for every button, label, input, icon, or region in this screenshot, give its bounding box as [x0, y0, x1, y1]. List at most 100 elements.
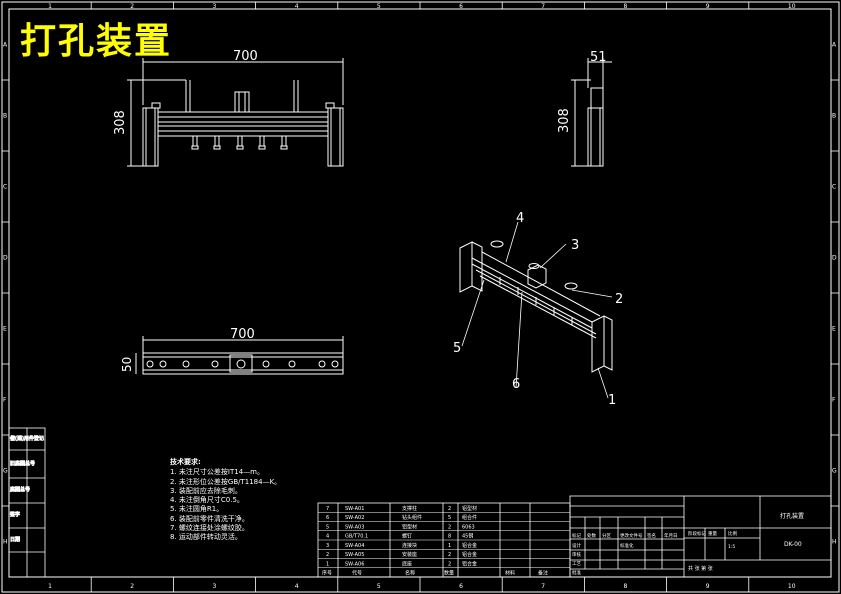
tb-sheet: 共 张 第 张 — [688, 565, 713, 572]
note-line: 4. 未注倒角尺寸C0.5。 — [170, 496, 244, 505]
zone-col-label-top: 9 — [706, 3, 710, 10]
zone-col-label-top: 1 — [48, 3, 52, 10]
bom-cell-code: SW-A06 — [345, 561, 364, 567]
bom-cell-name: 安装座 — [402, 551, 417, 558]
zone-row-label-right: F — [832, 397, 836, 404]
bom-cell-qty: 5 — [448, 515, 451, 521]
balloon-6: 6 — [512, 377, 520, 392]
tb-label: 处数 — [587, 532, 596, 539]
front-width-dim: 700 — [233, 49, 258, 64]
tb-label: 分区 — [602, 532, 611, 539]
title-block-text: 标记处数分区更改文件号签名年月日设计审核工艺批准标准化阶段标记重量比例1:5打孔… — [572, 512, 804, 576]
bom-cell-no: 6 — [326, 515, 329, 521]
note-line: 3. 装配前应去除毛刺。 — [170, 486, 242, 495]
note-line: 5. 未注圆角R1。 — [170, 505, 224, 514]
side-width-dim: 51 — [590, 50, 607, 65]
bom-cell-qty: 1 — [448, 543, 451, 549]
title-block — [569, 495, 832, 578]
zone-row-label-left: C — [3, 184, 7, 191]
zone-row-label-right: D — [832, 255, 837, 262]
technical-notes: 技术要求: 1. 未注尺寸公差按IT14—m。 2. 未注形位公差按GB/T11… — [170, 458, 281, 543]
note-line: 6. 装配前零件清洗干净。 — [170, 514, 249, 523]
bom-cell-qty: 2 — [448, 524, 451, 530]
bom-cell-material: 铝型材 — [462, 505, 477, 512]
balloon-5: 5 — [453, 341, 461, 356]
front-view — [127, 58, 344, 167]
bom-cell-qty: 2 — [448, 552, 451, 558]
bom-cell-name: 支撑柱 — [402, 505, 417, 512]
zone-row-label-left: B — [3, 113, 7, 120]
zone-row-label-right: C — [832, 184, 836, 191]
zone-row-label-left: H — [3, 539, 8, 546]
front-height-dim: 308 — [113, 110, 128, 135]
bom-header-remark: 备注 — [538, 570, 548, 577]
zone-col-label-bottom: 5 — [377, 583, 381, 590]
bom-cell-code: SW-A02 — [345, 515, 364, 521]
zone-row-label-right: B — [832, 113, 836, 120]
bom-cell-name: 螺钉 — [402, 533, 412, 540]
zone-col-label-top: 5 — [377, 3, 381, 10]
bom-cell-qty: 2 — [448, 506, 451, 512]
bom-cell-name: 铝型材 — [402, 523, 417, 530]
tb-role: 审核 — [572, 551, 581, 558]
tb-role: 批准 — [572, 569, 581, 576]
bom-cell-no: 7 — [326, 506, 329, 512]
zone-col-label-bottom: 1 — [48, 583, 52, 590]
note-line: 2. 未注形位公差按GB/T1184—K。 — [170, 477, 282, 486]
balloon-3: 3 — [571, 238, 579, 253]
tb-drawing-no: DK-00 — [784, 541, 802, 548]
bom-header-material: 材料 — [505, 570, 515, 577]
page-title: 打孔装置 — [20, 21, 173, 62]
bom-cell-material: 6063 — [462, 524, 475, 530]
bom-header-name: 名称 — [405, 570, 415, 577]
bom-cell-material: 铝合金 — [462, 542, 477, 549]
tb-scale: 比例 — [728, 530, 737, 537]
tb-label: 年月日 — [664, 532, 678, 539]
zone-col-label-bottom: 7 — [541, 583, 545, 590]
balloon-4: 4 — [516, 211, 524, 226]
side-label: 日期 — [10, 537, 20, 543]
note-line: 1. 未注尺寸公差按IT14—m。 — [170, 468, 264, 477]
bom-cell-qty: 2 — [448, 561, 451, 567]
bom-cell-code: SW-A03 — [345, 524, 364, 530]
zone-col-label-bottom: 8 — [624, 583, 628, 590]
bom-cell-code: SW-A05 — [345, 552, 364, 558]
side-label: 签字 — [10, 511, 20, 518]
tb-weight: 重量 — [708, 530, 717, 537]
side-view — [571, 58, 612, 167]
notes-title: 技术要求: — [170, 458, 201, 466]
top-view — [135, 336, 344, 375]
zone-col-label-bottom: 2 — [130, 583, 134, 590]
zone-row-label-left: E — [3, 326, 7, 333]
balloon-2: 2 — [615, 292, 623, 307]
tb-scale-value: 1:5 — [728, 544, 735, 550]
zone-col-label-top: 6 — [459, 3, 463, 10]
side-height-dim: 308 — [557, 108, 572, 133]
tb-drawing-name: 打孔装置 — [780, 512, 804, 520]
bom-cell-code: SW-A01 — [345, 506, 364, 512]
bom-cell-code: SW-A04 — [345, 543, 364, 549]
bom-cell-material: 铝合金 — [462, 551, 477, 558]
zone-col-label-top: 7 — [541, 3, 545, 10]
tb-stage: 阶段标记 — [688, 530, 706, 537]
zone-row-label-left: G — [3, 468, 8, 475]
note-line: 7. 螺纹连接处涂螺纹胶。 — [170, 524, 249, 533]
zone-col-label-bottom: 6 — [459, 583, 463, 590]
zone-col-label-bottom: 10 — [788, 583, 796, 590]
top-height-dim: 50 — [120, 357, 134, 372]
bom-cell-material: 铝合金 — [462, 560, 477, 567]
bom-cell-no: 2 — [326, 552, 329, 558]
bom-cell-material: 45钢 — [462, 533, 473, 540]
top-width-dim: 700 — [230, 327, 255, 342]
balloon-leaders — [461, 221, 613, 399]
zone-row-label-right: A — [832, 42, 837, 49]
balloon-1: 1 — [608, 393, 616, 408]
zone-row-label-right: G — [832, 468, 837, 475]
bom-cell-no: 5 — [326, 524, 329, 530]
zone-row-label-left: F — [3, 397, 7, 404]
zone-col-label-top: 4 — [295, 3, 299, 10]
